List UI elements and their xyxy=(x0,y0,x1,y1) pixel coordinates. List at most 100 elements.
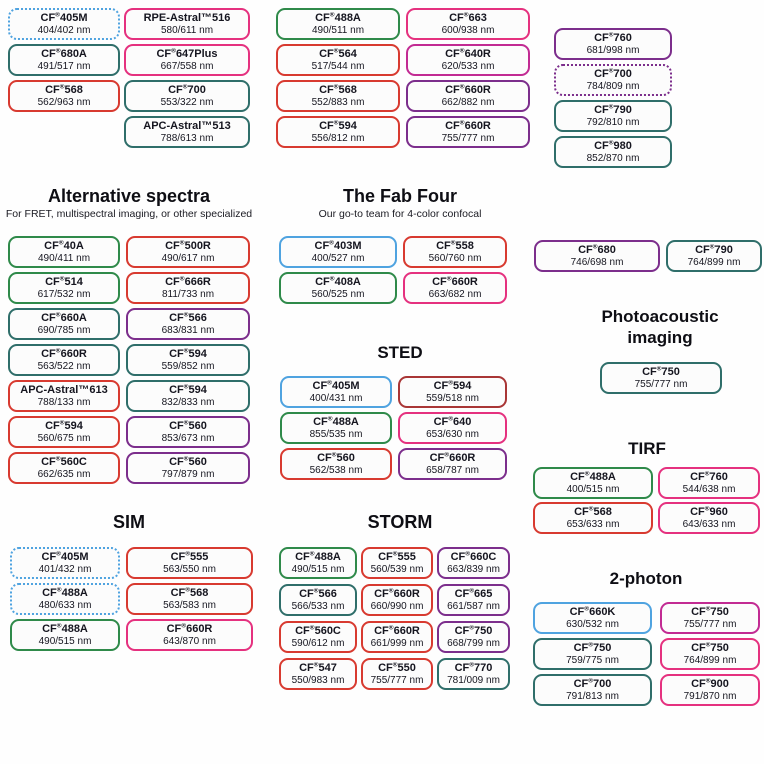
dye-name: CF®488A xyxy=(295,549,341,563)
dye-name: CF®660C xyxy=(450,549,497,563)
dye-wavelengths: 690/785 nm xyxy=(37,324,91,336)
dye-wavelengths: 490/411 nm xyxy=(37,252,91,264)
dye-wavelengths: 662/635 nm xyxy=(37,468,91,480)
dye-wavelengths: 401/432 nm xyxy=(38,563,92,575)
storm-title: STORM xyxy=(367,512,433,532)
dye-wavelengths: 552/883 nm xyxy=(311,96,365,108)
dye-wavelengths: 562/538 nm xyxy=(309,464,363,476)
dye-wavelengths: 560/539 nm xyxy=(370,563,424,575)
dye-name: CF®750 xyxy=(691,604,729,618)
dye-name: CF®550 xyxy=(378,660,416,674)
dye-name: CF®660K xyxy=(569,604,616,618)
dye-name: CF®700 xyxy=(573,676,612,690)
dye-name: CF®770 xyxy=(454,660,493,674)
dye-name: APC-Astral™613 xyxy=(20,383,108,396)
dye-wavelengths: 400/527 nm xyxy=(311,252,365,264)
dye-name: CF®560 xyxy=(169,454,207,468)
photoacoustic-title: Photoacoustic imaging xyxy=(601,307,719,347)
dye-name: CF®660R xyxy=(374,586,420,600)
dye-wavelengths: 667/558 nm xyxy=(160,60,214,72)
dye-name: CF®568 xyxy=(574,504,612,518)
dye-wavelengths: 755/777 nm xyxy=(441,132,495,144)
dye-wavelengths: 658/787 nm xyxy=(426,464,479,476)
dye-wavelengths: 784/809 nm xyxy=(586,80,640,92)
dye-name: CF®488A xyxy=(313,414,359,428)
dye-wavelengths: 661/999 nm xyxy=(370,637,424,649)
dye-name: CF®750 xyxy=(642,364,680,378)
dye-name: CF®558 xyxy=(436,238,474,252)
dye-wavelengths: 791/870 nm xyxy=(683,690,737,702)
sim-title: SIM xyxy=(112,512,145,532)
dye-wavelengths: 746/698 nm xyxy=(570,256,624,268)
dye-wavelengths: 653/630 nm xyxy=(426,428,479,440)
dye-name: CF®594 xyxy=(169,382,207,396)
dye-name: CF®560C xyxy=(295,623,341,637)
dye-name: CF®500R xyxy=(165,238,211,252)
dye-wavelengths: 755/777 nm xyxy=(370,674,424,686)
dye-name: CF®488A xyxy=(315,10,361,24)
dye-name: CF®564 xyxy=(319,46,357,60)
dye-name: CF®700 xyxy=(594,66,632,80)
dye-wavelengths: 630/532 nm xyxy=(566,618,619,630)
dye-wavelengths: 781/009 nm xyxy=(447,674,500,686)
dye-wavelengths: 811/733 nm xyxy=(161,288,215,300)
dye-wavelengths: 490/515 nm xyxy=(291,563,345,575)
dye-name: CF®408A xyxy=(315,274,361,288)
section-alternative-spectra: Alternative spectra For FRET, multispect… xyxy=(0,186,258,484)
dye-name: CF®488A xyxy=(42,621,88,635)
dye-name: CF®660R xyxy=(445,82,491,96)
dye-name: CF®566 xyxy=(169,310,207,324)
dye-name: CF®790 xyxy=(695,242,733,256)
dye-name: CF®660R xyxy=(429,450,476,464)
dye-name: CF®980 xyxy=(594,138,632,152)
dye-name: CF®594 xyxy=(45,418,83,432)
dye-name: CF®750 xyxy=(691,640,729,654)
dye-name: CF®566 xyxy=(299,586,337,600)
dye-name: CF®488A xyxy=(42,585,88,599)
dye-wavelengths: 490/617 nm xyxy=(161,252,215,264)
dye-name: CF®640 xyxy=(433,414,472,428)
dye-name: CF®514 xyxy=(45,274,83,288)
dye-name: CF®666R xyxy=(165,274,211,288)
dye-name: CF®665 xyxy=(454,586,493,600)
dye-wavelengths: 563/550 nm xyxy=(163,563,216,575)
dye-wavelengths: 556/812 nm xyxy=(311,132,365,144)
